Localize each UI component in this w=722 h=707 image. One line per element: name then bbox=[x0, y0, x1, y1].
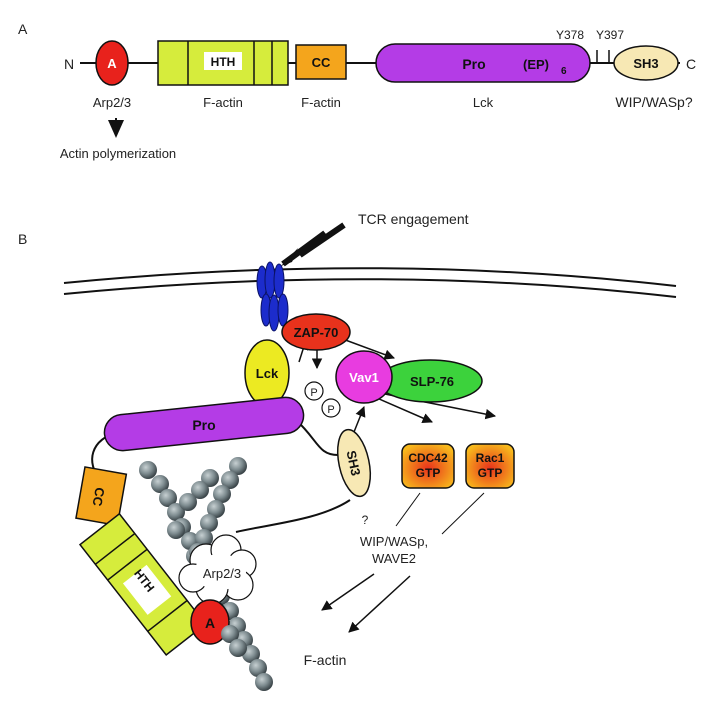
hth-domain-label: HTH bbox=[211, 55, 236, 69]
cc-domain bbox=[295, 44, 347, 80]
phosphate-circle-1 bbox=[304, 381, 324, 401]
cortactin-a-domain bbox=[190, 599, 230, 645]
hth-ligand-label: F-actin bbox=[203, 95, 243, 110]
cortactin-cc-label: CC bbox=[89, 486, 107, 508]
pro-domain bbox=[375, 43, 591, 83]
y378-label: Y378 bbox=[556, 28, 584, 42]
cortactin-sh3-label: SH3 bbox=[344, 449, 364, 477]
wip-wasp-label: WIP/WASp, bbox=[360, 534, 428, 549]
pro-ligand-label: Lck bbox=[473, 95, 494, 110]
cortactin-sh3-domain bbox=[336, 428, 372, 498]
arp23-ligand-label: Arp2/3 bbox=[93, 95, 131, 110]
ep-repeat-label: (EP) bbox=[523, 57, 549, 72]
cdc42-gtp-label: GTP bbox=[416, 466, 441, 480]
c-terminus-label: C bbox=[686, 56, 696, 72]
cortactin-pro-label: Pro bbox=[192, 417, 215, 433]
membrane-outer-2 bbox=[63, 278, 677, 298]
a-domain bbox=[95, 40, 129, 86]
arp23-complex bbox=[178, 534, 257, 605]
panel-a-label: A bbox=[18, 21, 28, 37]
rac1-gtp-label: GTP bbox=[478, 466, 503, 480]
actin-polymerization-arrow bbox=[108, 120, 124, 138]
actin-polymerization-label: Actin polymerization bbox=[60, 146, 176, 161]
n-terminus-label: N bbox=[64, 56, 74, 72]
panel-b-label: B bbox=[18, 231, 27, 247]
panel-a: A N C A Arp2/3 HTH F-actin CC F-actin Pr… bbox=[18, 21, 696, 161]
actin-filament-3 bbox=[167, 469, 219, 539]
sh3-unknown-partner-label: ? bbox=[362, 513, 369, 527]
hth-label-box bbox=[204, 52, 242, 70]
f-actin-label: F-actin bbox=[304, 652, 347, 668]
zap70-label: ZAP-70 bbox=[294, 325, 339, 340]
arp23-label: Arp2/3 bbox=[203, 566, 241, 581]
cortactin-pro-domain bbox=[103, 396, 305, 452]
lck-label: Lck bbox=[256, 366, 279, 381]
sh3-domain-label: SH3 bbox=[633, 56, 658, 71]
a-domain-label: A bbox=[107, 56, 117, 71]
tcr-complex bbox=[256, 261, 289, 332]
slp76-label: SLP-76 bbox=[410, 374, 454, 389]
cortactin-cc-domain bbox=[75, 466, 128, 527]
panel-b: B TCR engagement Lck ZAP-70 SL bbox=[18, 211, 677, 691]
phosphate-label-2: P bbox=[327, 404, 334, 416]
phosphate-label-1: P bbox=[310, 387, 317, 399]
zap70-protein bbox=[281, 313, 351, 351]
wave2-label: WAVE2 bbox=[372, 551, 416, 566]
vav1-protein bbox=[335, 350, 393, 404]
cortactin-a-label: A bbox=[205, 615, 215, 631]
rac1-gtp-box bbox=[465, 443, 515, 489]
cc-ligand-label: F-actin bbox=[301, 95, 341, 110]
tcr-engagement-bolt bbox=[281, 222, 346, 267]
phosphate-circle-2 bbox=[321, 398, 341, 418]
cdc42-gtp-box bbox=[401, 443, 455, 489]
cdc42-label: CDC42 bbox=[408, 451, 448, 465]
cc-domain-label: CC bbox=[312, 55, 331, 70]
vav1-label: Vav1 bbox=[349, 370, 379, 385]
pro-domain-label: Pro bbox=[462, 56, 485, 72]
ep-repeat-subscript: 6 bbox=[561, 66, 567, 77]
tcr-engagement-label: TCR engagement bbox=[358, 211, 469, 227]
membrane-outer bbox=[63, 267, 677, 287]
y397-label: Y397 bbox=[596, 28, 624, 42]
rac1-label: Rac1 bbox=[476, 451, 505, 465]
sh3-domain bbox=[613, 45, 679, 81]
sh3-ligand-label: WIP/WASp? bbox=[615, 94, 692, 110]
